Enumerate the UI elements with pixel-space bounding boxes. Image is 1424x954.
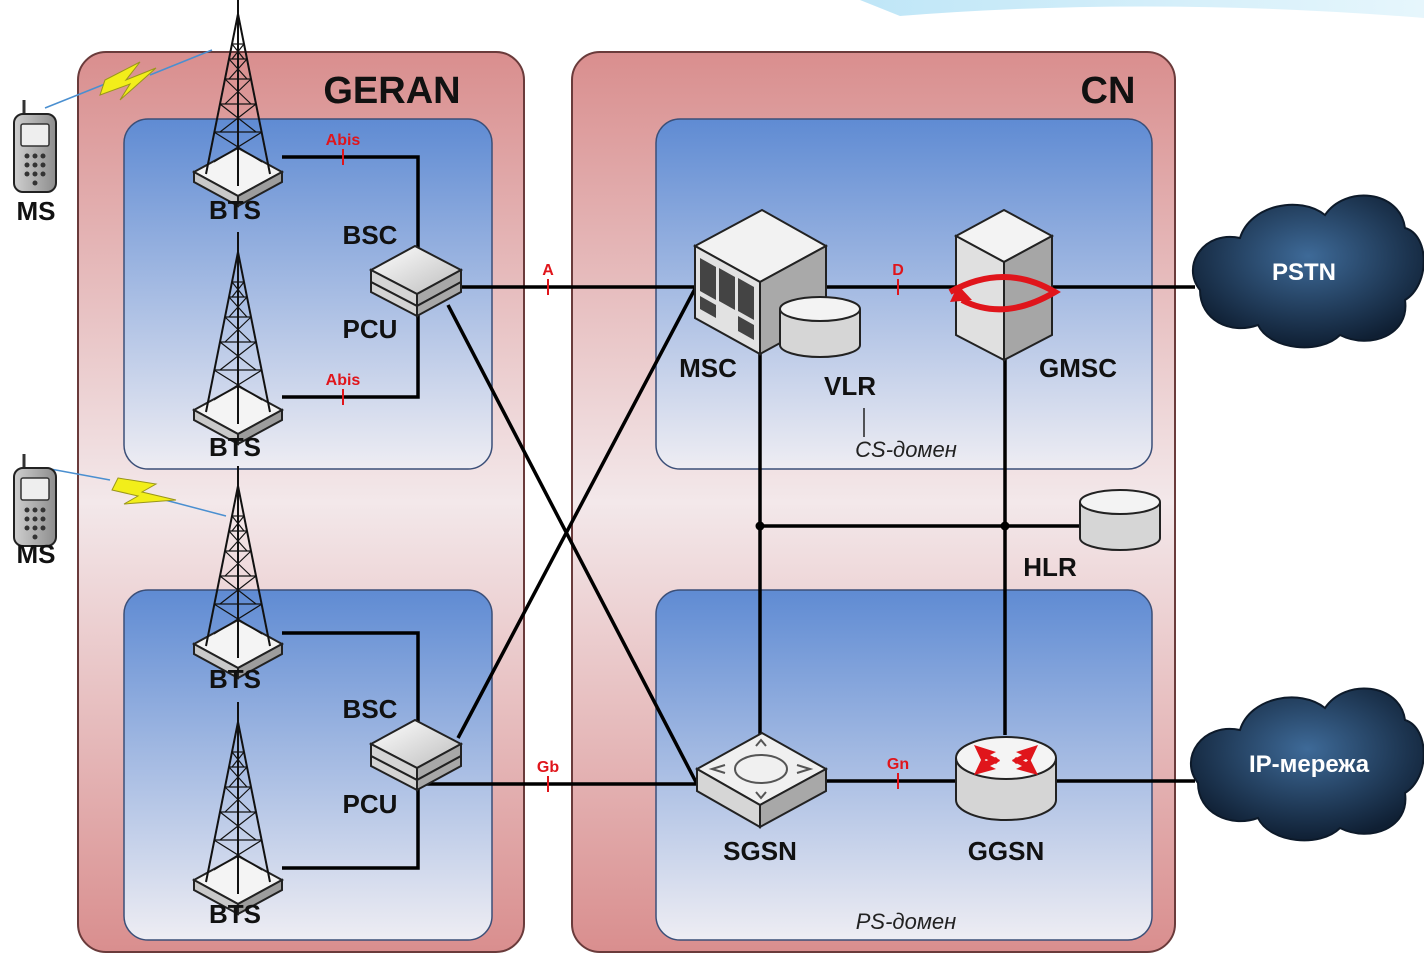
abis-link-top-2 [282, 302, 420, 399]
header-decoration [860, 0, 1424, 18]
abis-link-top [282, 155, 420, 250]
ggsn-label: GGSN [968, 836, 1045, 866]
ps-domain-panel [655, 589, 1153, 941]
phone-icon [12, 98, 58, 194]
abis-label-top: Abis [326, 132, 361, 149]
d-interface-label: D [892, 262, 904, 279]
pcu-label-bottom: PCU [343, 789, 398, 819]
bsc-top-to-sgsn-link [446, 304, 699, 785]
cloud-icon [1191, 194, 1424, 349]
radio-link-top [44, 49, 213, 109]
database-icon [1079, 489, 1161, 551]
gn-interface-label: Gn [887, 756, 909, 773]
ps-domain-label: PS-домен [856, 909, 957, 934]
pstn-label: PSTN [1272, 259, 1336, 286]
links [282, 155, 1195, 870]
cn-title: CN [1081, 70, 1136, 112]
bsc-label-top: BSC [343, 220, 398, 250]
a-interface-label: A [542, 262, 554, 279]
router-icon [955, 736, 1057, 821]
cs-domain-panel [655, 118, 1153, 470]
bss-panel-top [123, 118, 493, 470]
lightning-icon [111, 477, 177, 505]
gmsc-label: GMSC [1039, 353, 1117, 383]
ms-label-top: MS [17, 196, 56, 226]
radio-link-bottom [44, 467, 227, 517]
bts-label-4: BTS [209, 899, 261, 929]
abis-link-bottom-2 [282, 782, 420, 870]
gb-interface-label: Gb [537, 759, 559, 776]
cs-domain-label: CS-домен [855, 437, 957, 462]
core-switch-icon [694, 731, 829, 829]
sgsn-label: SGSN [723, 836, 797, 866]
hlr-label: HLR [1023, 552, 1077, 582]
vlr-label: VLR [824, 371, 876, 401]
bsc-bottom-to-msc-link [456, 284, 699, 739]
gmsc-switch-icon [948, 208, 1061, 362]
bts-label-2: BTS [209, 432, 261, 462]
bsc-label-bottom: BSC [343, 694, 398, 724]
geran-title: GERAN [323, 70, 460, 112]
bts-label-3: BTS [209, 664, 261, 694]
msc-label: MSC [679, 353, 737, 383]
cloud-icon [1190, 687, 1424, 842]
database-icon [779, 296, 861, 358]
ms-label-bottom: MS [17, 539, 56, 569]
phone-icon [12, 452, 58, 548]
bss-panel-bottom [123, 589, 493, 941]
lightning-icon [99, 61, 157, 101]
bts-label-1: BTS [209, 195, 261, 225]
abis-link-bottom [282, 631, 420, 725]
pcu-label-top: PCU [343, 314, 398, 344]
abis-label-bottom: Abis [326, 372, 361, 389]
ip-network-label: IP-мережа [1249, 751, 1370, 778]
